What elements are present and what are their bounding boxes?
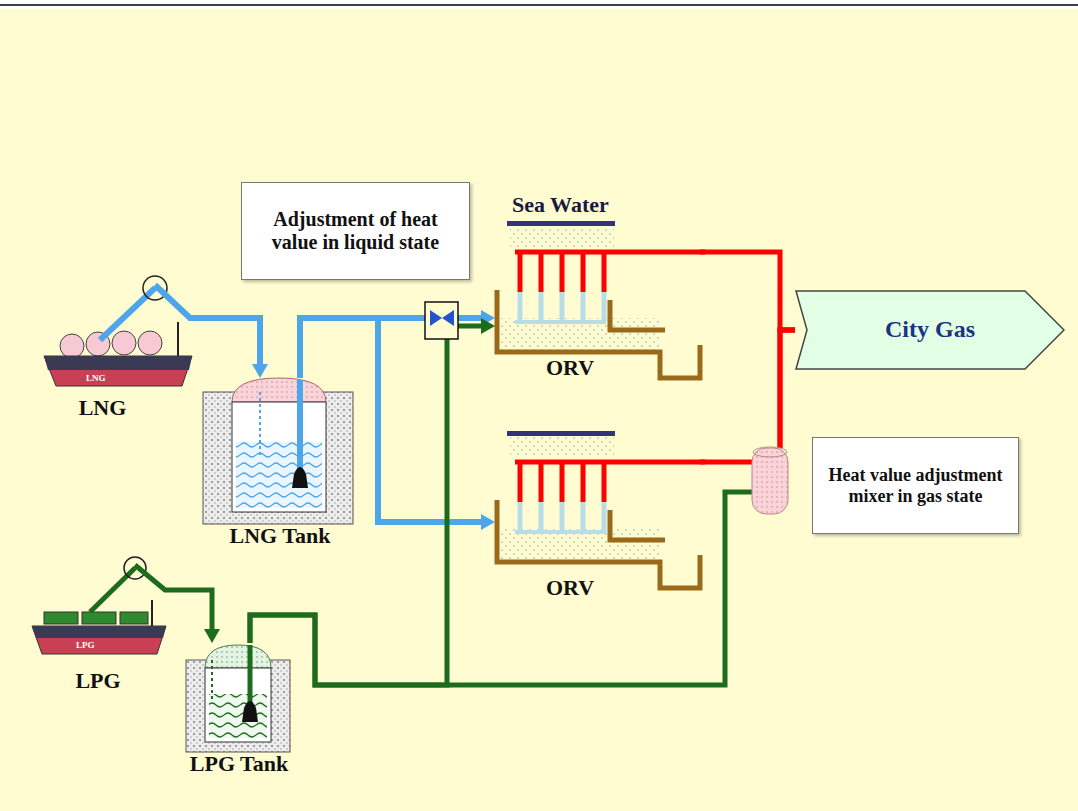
flow-pipe: [300, 318, 495, 530]
node-label: LNG: [40, 395, 165, 420]
flow-pipe: [155, 285, 268, 378]
callout-box: Heat value adjustment mixer in gas state: [812, 437, 1019, 534]
output-arrow: City Gas: [795, 290, 1065, 370]
callout-box: Adjustment of heat value in liquid state: [241, 182, 470, 280]
node-label: LNG Tank: [200, 523, 360, 548]
hull-marking: LPG: [76, 640, 95, 650]
lpg-ship: LPG: [28, 565, 168, 695]
flow-pipe: [700, 252, 795, 330]
flow-pipe: [250, 330, 795, 685]
flow-pipe: [700, 330, 795, 462]
node-label: ORV: [525, 575, 615, 600]
node-label: LPG Tank: [170, 751, 308, 776]
orv-drawing: [497, 221, 705, 378]
flow-pipe: [135, 565, 220, 643]
lng-tank: LNG Tank: [200, 378, 360, 550]
node-label: Adjustment of heat value in liquid state: [242, 202, 469, 260]
flow-pipe: [250, 318, 495, 685]
hull-marking: LNG: [86, 373, 106, 383]
lng-ship: LNG: [40, 285, 200, 420]
node-label: City Gas: [795, 290, 1065, 370]
orv-unit: ORV: [495, 228, 705, 380]
lpg-tank: LPG Tank: [180, 643, 298, 783]
orv-drawing: [497, 431, 705, 588]
sea-water-label: Sea Water: [512, 192, 609, 218]
node-label: LPG: [28, 668, 168, 693]
orv-unit: ORV: [495, 428, 705, 600]
node-label: Heat value adjustment mixer in gas state: [813, 459, 1018, 512]
node-label: ORV: [525, 355, 615, 380]
